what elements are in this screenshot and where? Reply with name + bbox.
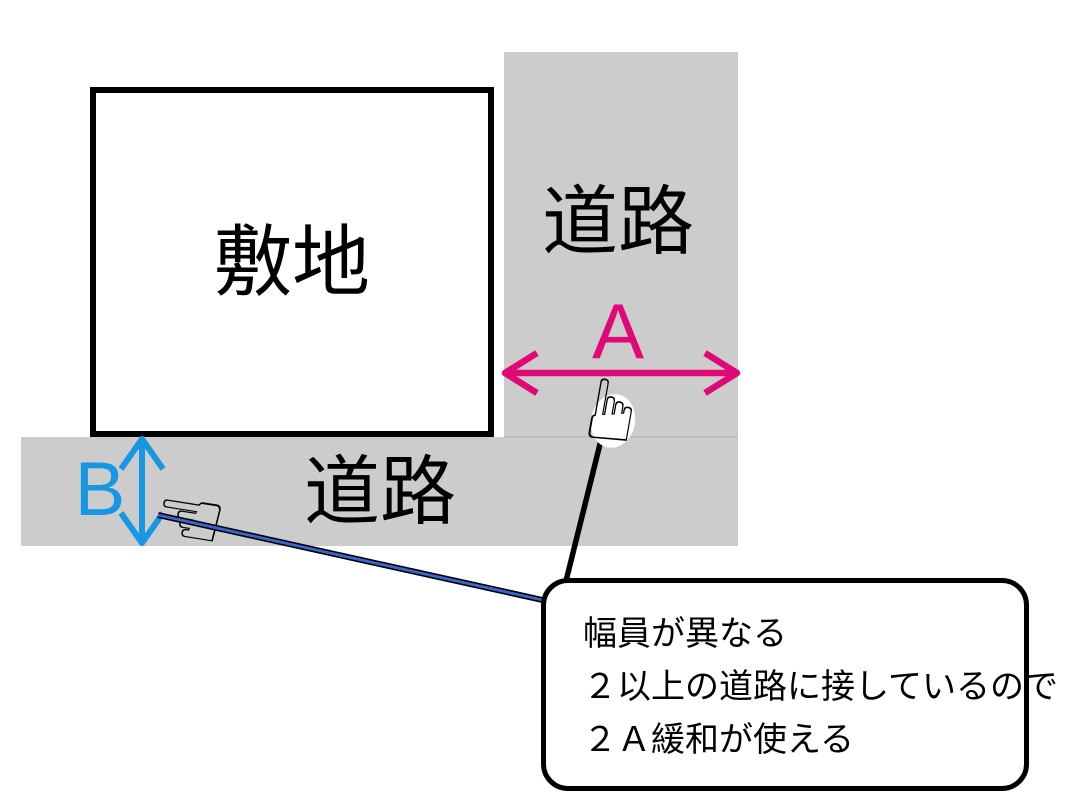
leader-line-b bbox=[157, 512, 548, 604]
site-parcel-box: 敷地 bbox=[90, 87, 494, 437]
dimension-a-arrow bbox=[501, 350, 741, 396]
dimension-a-label: A bbox=[591, 287, 645, 375]
dimension-b-arrow bbox=[118, 436, 166, 546]
callout-text-line-1: 幅員が異なる bbox=[583, 615, 787, 653]
road-label-right: 道路 bbox=[542, 180, 694, 265]
road-label-bottom: 道路 bbox=[304, 450, 456, 535]
callout-text-line-2: ２以上の道路に接しているので bbox=[583, 668, 1058, 706]
leader-line-a bbox=[563, 435, 605, 582]
dimension-b-label: B bbox=[74, 447, 126, 532]
callout-text-line-3: ２Ａ緩和が使える bbox=[583, 721, 854, 759]
pointing-hand-up-icon: ☝ bbox=[578, 361, 646, 463]
callout-bubble: 幅員が異なる ２以上の道路に接しているので ２Ａ緩和が使える bbox=[541, 578, 1058, 791]
site-label: 敷地 bbox=[213, 218, 370, 306]
callout-text: 幅員が異なる ２以上の道路に接しているので ２Ａ緩和が使える bbox=[546, 583, 1058, 767]
